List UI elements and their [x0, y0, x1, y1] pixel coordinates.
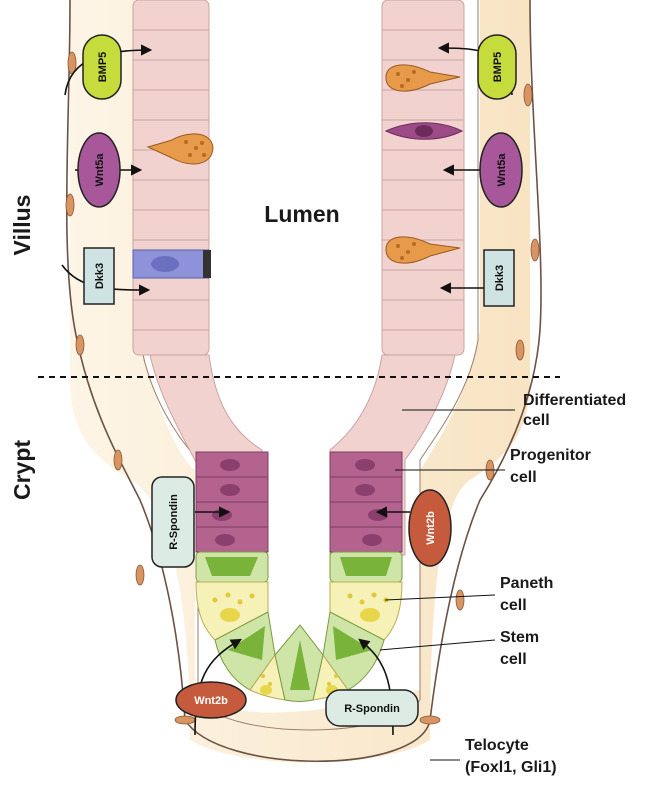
- progenitor-cell-label-1: Progenitor: [510, 447, 591, 464]
- dkk3-left-box: Dkk3: [84, 248, 114, 304]
- wnt2b-right-label: Wnt2b: [425, 511, 437, 545]
- stem-cell-label-2: cell: [500, 651, 527, 668]
- dkk3-right-label: Dkk3: [494, 265, 506, 291]
- wnt2b-right-pill: Wnt2b: [409, 490, 451, 566]
- bmp5-left-label: BMP5: [97, 52, 109, 83]
- paneth-cell-label-2: cell: [500, 597, 527, 614]
- progenitor-cells-right: [330, 452, 402, 552]
- rspondin-bottom-pill: R-Spondin: [326, 690, 418, 726]
- telocyte-label-1: Telocyte: [465, 737, 529, 754]
- differentiated-cell-label-2: cell: [523, 412, 550, 429]
- rspondin-left-label: R-Spondin: [168, 494, 180, 550]
- tuft-cell-left: [133, 250, 211, 278]
- lumen-label: Lumen: [264, 201, 339, 227]
- left-villus-epithelium: [133, 0, 209, 355]
- villus-label: Villus: [9, 195, 35, 256]
- bmp5-left-pill: BMP5: [83, 35, 121, 99]
- telocyte-label-2: (Foxl1, Gli1): [465, 759, 557, 776]
- bmp5-right-label: BMP5: [492, 52, 504, 83]
- rspondin-bottom-label: R-Spondin: [344, 703, 400, 715]
- rspondin-left-pill: R-Spondin: [152, 477, 194, 567]
- wnt2b-bottom-label: Wnt2b: [194, 695, 228, 707]
- wnt5a-left-pill: Wnt5a: [78, 133, 120, 207]
- wnt5a-right-pill: Wnt5a: [480, 133, 522, 207]
- dkk3-right-box: Dkk3: [484, 250, 514, 306]
- progenitor-cell-label-2: cell: [510, 469, 537, 486]
- wnt2b-bottom-pill: Wnt2b: [176, 682, 246, 718]
- wnt5a-left-label: Wnt5a: [94, 153, 106, 187]
- stem-cell-label-1: Stem: [500, 629, 539, 646]
- differentiated-cell-label-1: Differentiated: [523, 392, 626, 409]
- dkk3-left-label: Dkk3: [94, 263, 106, 289]
- crypt-base: [196, 552, 402, 702]
- right-villus-epithelium: [382, 0, 464, 355]
- bmp5-right-pill: BMP5: [478, 35, 516, 99]
- progenitor-cells-left: [196, 452, 268, 552]
- paneth-cell-label-1: Paneth: [500, 575, 553, 592]
- crypt-label: Crypt: [9, 440, 35, 500]
- wnt5a-right-label: Wnt5a: [496, 153, 508, 187]
